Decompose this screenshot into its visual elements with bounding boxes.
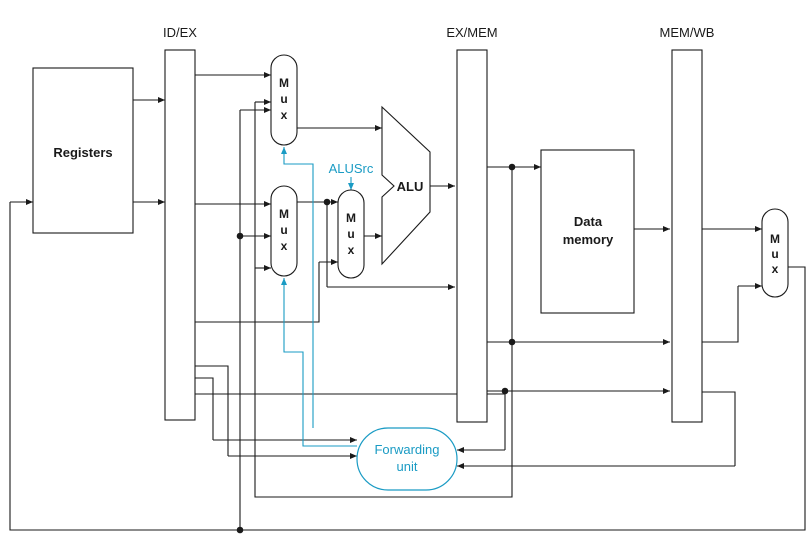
alu-label: ALU [397, 179, 424, 194]
mux-letter: M [279, 76, 289, 90]
data-memory: Data memory [540, 149, 635, 314]
mux-letter: u [280, 223, 287, 237]
alusrc-label: ALUSrc [329, 161, 374, 176]
forwarding-mux-b: M u x [270, 185, 298, 277]
forwarding-unit-label-line1: Forwarding [374, 442, 439, 457]
mux-letter: M [770, 232, 780, 246]
mem-wb-label: MEM/WB [660, 25, 715, 40]
ex-mem-register: EX/MEM [446, 25, 498, 423]
id-ex-register: ID/EX [163, 25, 197, 421]
data-memory-label-line2: memory [563, 232, 614, 247]
alu: ALU [381, 105, 431, 266]
mux-letter: u [280, 92, 287, 106]
mux-letter: M [279, 207, 289, 221]
id-ex-label: ID/EX [163, 25, 197, 40]
forwarding-unit: Forwarding unit [356, 427, 458, 491]
mux-letter: M [346, 211, 356, 225]
mux-letter: x [281, 239, 288, 253]
writeback-mux: M u x [761, 208, 789, 298]
mux-letter: u [347, 227, 354, 241]
mux-letter: x [348, 243, 355, 257]
forwarding-mux-a: M u x [270, 54, 298, 146]
registers-label: Registers [53, 145, 112, 160]
control-wires [281, 147, 357, 447]
alusrc-mux: M u x ALUSrc [329, 161, 374, 279]
forwarding-unit-label-line2: unit [397, 459, 418, 474]
mux-letter: x [772, 262, 779, 276]
mem-wb-register: MEM/WB [660, 25, 715, 423]
registers-block: Registers [32, 67, 134, 234]
mux-letter: x [281, 108, 288, 122]
mux-letter: u [771, 247, 778, 261]
junction-dots [236, 163, 516, 534]
data-memory-label-line1: Data [574, 214, 603, 229]
ex-mem-label: EX/MEM [446, 25, 497, 40]
